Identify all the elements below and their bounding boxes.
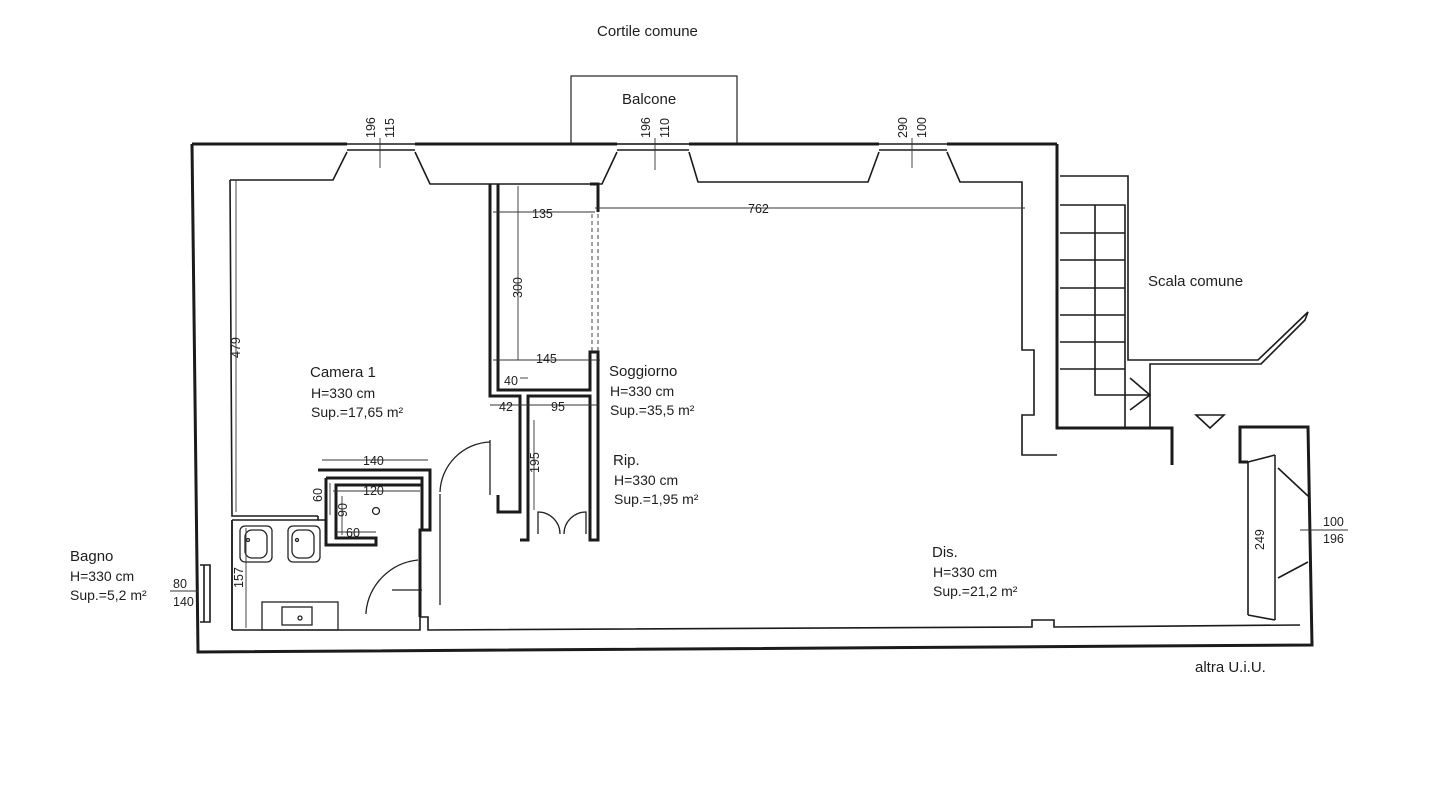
dim-bagno-window-width: 80 [173, 577, 187, 591]
cortile-comune-label: Cortile comune [597, 23, 698, 40]
dim-60a: 60 [311, 488, 325, 502]
dim-90: 90 [336, 503, 350, 517]
dim-145: 145 [536, 352, 557, 366]
soggiorno-name: Soggiorno [609, 363, 677, 380]
camera1-height: H=330 cm [311, 385, 375, 401]
ripostiglio-surface: Sup.=1,95 m² [614, 491, 699, 507]
dim-140-top: 140 [363, 454, 384, 468]
disimpegno-height: H=330 cm [933, 564, 997, 580]
disimpegno-name: Dis. [932, 544, 958, 561]
partitions [231, 182, 600, 630]
bathroom-fixtures [239, 506, 381, 631]
camera1-name: Camera 1 [310, 364, 376, 381]
scala-comune-label: Scala comune [1148, 273, 1243, 290]
dim-door-height: 196 [1323, 532, 1344, 546]
dim-window3-height: 290 [896, 117, 910, 138]
dim-479: 479 [229, 337, 243, 358]
dim-door-width: 100 [1323, 515, 1344, 529]
dim-window2-height: 196 [639, 117, 653, 138]
soggiorno-height: H=330 cm [610, 383, 674, 399]
balcone-label: Balcone [622, 91, 676, 108]
dim-157: 157 [232, 567, 246, 588]
ripostiglio-height: H=330 cm [614, 472, 678, 488]
dim-95: 95 [551, 400, 565, 414]
dimension-lines [170, 138, 1348, 628]
bagno-height: H=330 cm [70, 568, 134, 584]
staircase [1060, 175, 1309, 430]
soggiorno-surface: Sup.=35,5 m² [610, 402, 695, 418]
dashed-guide [591, 214, 599, 352]
dim-window1-width: 115 [383, 118, 397, 138]
dim-249: 249 [1253, 529, 1267, 550]
dim-120: 120 [363, 484, 384, 498]
dim-195: 195 [528, 452, 542, 473]
altra-uiu-label: altra U.i.U. [1195, 659, 1266, 676]
dim-40: 40 [504, 374, 518, 388]
dim-42: 42 [499, 400, 513, 414]
outer-walls [190, 142, 1314, 654]
dim-60b: 60 [346, 526, 360, 540]
bagno-surface: Sup.=5,2 m² [70, 587, 147, 603]
dim-300: 300 [511, 277, 525, 298]
dim-window1-height: 196 [364, 117, 378, 138]
disimpegno-surface: Sup.=21,2 m² [933, 583, 1018, 599]
dim-window2-width: 110 [658, 118, 672, 138]
camera1-surface: Sup.=17,65 m² [311, 404, 404, 420]
dim-135: 135 [532, 207, 553, 221]
dim-762: 762 [748, 202, 769, 216]
dim-window3-width: 100 [915, 117, 929, 138]
dim-bagno-window-height: 140 [173, 595, 194, 609]
bagno-name: Bagno [70, 548, 113, 565]
balcone-outline [570, 75, 738, 145]
ripostiglio-name: Rip. [613, 452, 640, 469]
